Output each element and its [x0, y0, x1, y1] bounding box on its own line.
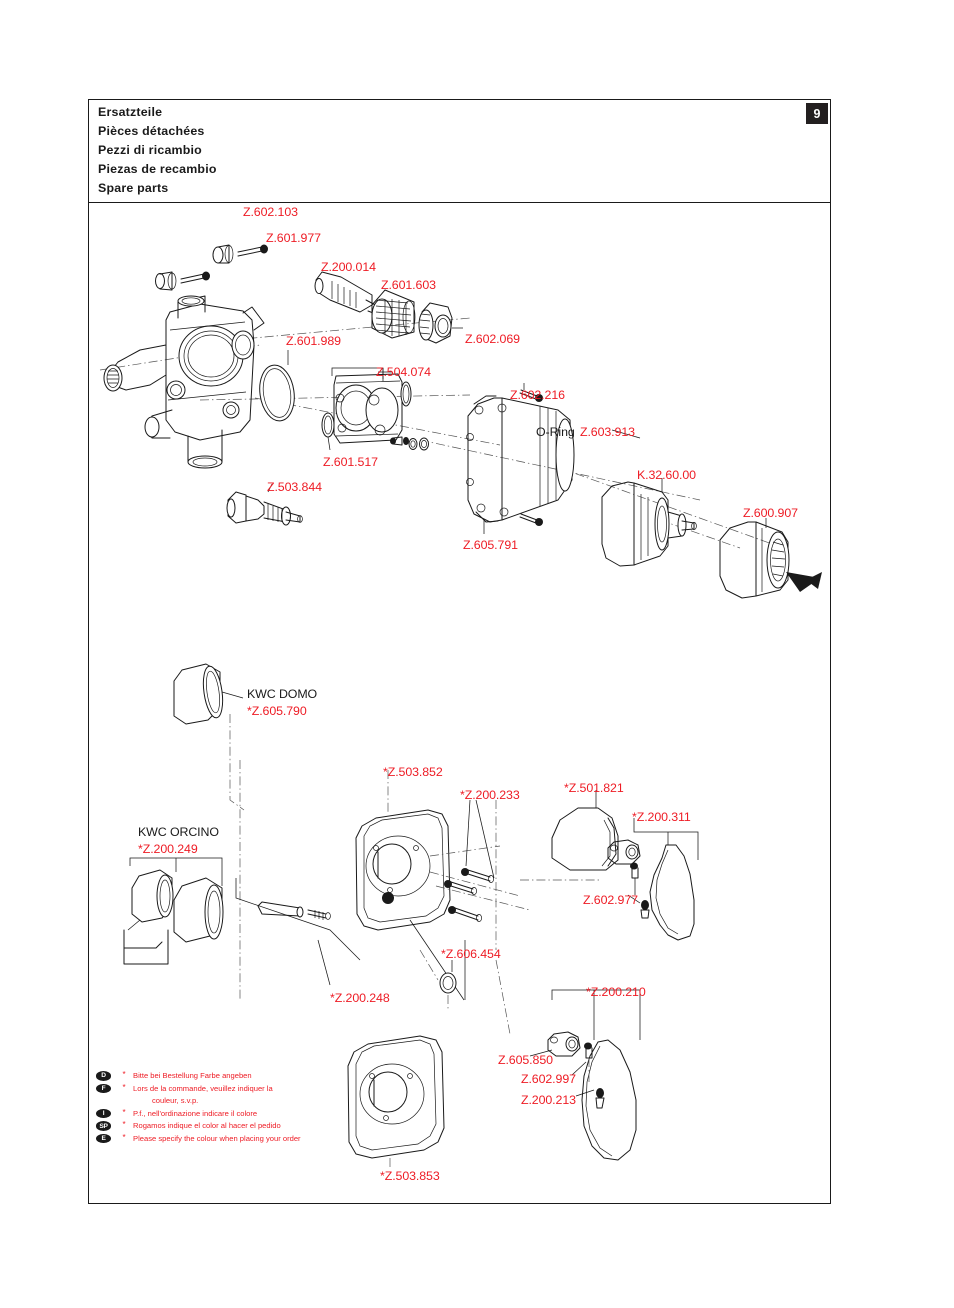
label-z200014: Z.200.014 [321, 260, 376, 274]
label-z603913: Z.603.913 [580, 425, 635, 439]
legend-row: F * Lors de la commande, veuillez indiqu… [96, 1083, 356, 1096]
label-z605790: *Z.605.790 [247, 704, 307, 718]
page-number-badge: 9 [806, 103, 828, 124]
header-line-fr: Pièces détachées [98, 124, 205, 138]
label-z600907: Z.600.907 [743, 506, 798, 520]
legend-text-it: P.f., nell'ordinazione indicare il color… [133, 1108, 258, 1118]
label-z601603: Z.601.603 [381, 278, 436, 292]
header-line-it: Pezzi di ricambio [98, 143, 202, 157]
legend-asterisk: * [122, 1120, 126, 1130]
legend-text-de: Bitte bei Bestellung Farbe angeben [133, 1071, 252, 1080]
header-line-es: Piezas de recambio [98, 162, 217, 176]
header-line-de: Ersatzteile [98, 105, 163, 119]
drawing-frame [88, 203, 831, 1204]
label-z503853: *Z.503.853 [380, 1169, 440, 1183]
label-z602977: Z.602.977 [583, 893, 638, 907]
label-z601989: Z.601.989 [286, 334, 341, 348]
legend-row: SP * Rogamos indique el color al hacer e… [96, 1120, 356, 1133]
label-z200233: *Z.200.233 [460, 788, 520, 802]
label-z200210: *Z.200.210 [586, 985, 646, 999]
label-z605791: Z.605.791 [463, 538, 518, 552]
label-z200311: *Z.200.311 [632, 810, 691, 824]
label-z606454: *Z.606.454 [441, 947, 501, 961]
legend-text-en: Please specify the colour when placing y… [133, 1133, 301, 1143]
label-z200249: *Z.200.249 [138, 842, 198, 856]
label-z504074: Z.504.074 [376, 365, 431, 379]
label-z503852: *Z.503.852 [383, 765, 443, 779]
colour-note-legend: D * Bitte bei Bestellung Farbe angeben F… [96, 1070, 356, 1146]
label-k326000: K.32.60.00 [637, 468, 696, 482]
label-z601977: Z.601.977 [266, 231, 321, 245]
flag-badge-it: I [96, 1108, 111, 1119]
flag-badge-fr: F [96, 1083, 111, 1094]
legend-text-fr-cont: couleur, s.v.p. [152, 1096, 199, 1106]
label-z200248: *Z.200.248 [330, 991, 390, 1005]
legend-text-sp: Rogamos indique el color al hacer el ped… [133, 1121, 281, 1131]
legend-row: D * Bitte bei Bestellung Farbe angeben [96, 1070, 356, 1083]
label-kwc-domo: KWC DOMO [247, 687, 318, 701]
legend-asterisk: * [122, 1132, 126, 1142]
flag-badge-sp: SP [96, 1121, 111, 1131]
legend-row: E * Please specify the colour when placi… [96, 1133, 356, 1146]
flag-badge-none [96, 1096, 111, 1106]
label-z602069: Z.602.069 [465, 332, 520, 346]
legend-asterisk: * [122, 1070, 126, 1079]
label-z601517: Z.601.517 [323, 455, 378, 469]
label-z501821: *Z.501.821 [564, 781, 624, 795]
legend-row: couleur, s.v.p. [96, 1095, 356, 1108]
label-o-ring: O-Ring [536, 425, 575, 439]
label-z602103: Z.602.103 [243, 205, 298, 219]
header-line-en: Spare parts [98, 181, 169, 195]
label-kwc-orcino: KWC ORCINO [138, 825, 219, 839]
label-z605850: Z.605.850 [498, 1053, 553, 1067]
legend-asterisk: * [122, 1107, 126, 1117]
header-title-box: Ersatzteile Pièces détachées Pezzi di ri… [88, 99, 831, 203]
label-z602216: Z.602.216 [510, 388, 565, 402]
legend-row: I * P.f., nell'ordinazione indicare il c… [96, 1108, 356, 1121]
label-z503844: Z.503.844 [267, 480, 322, 494]
label-z200213: Z.200.213 [521, 1093, 576, 1107]
label-z602997: Z.602.997 [521, 1072, 576, 1086]
legend-asterisk: * [122, 1082, 126, 1092]
flag-badge-en: E [96, 1133, 111, 1144]
flag-badge-de: D [96, 1071, 111, 1081]
legend-text-fr: Lors de la commande, veuillez indiquer l… [133, 1083, 273, 1093]
